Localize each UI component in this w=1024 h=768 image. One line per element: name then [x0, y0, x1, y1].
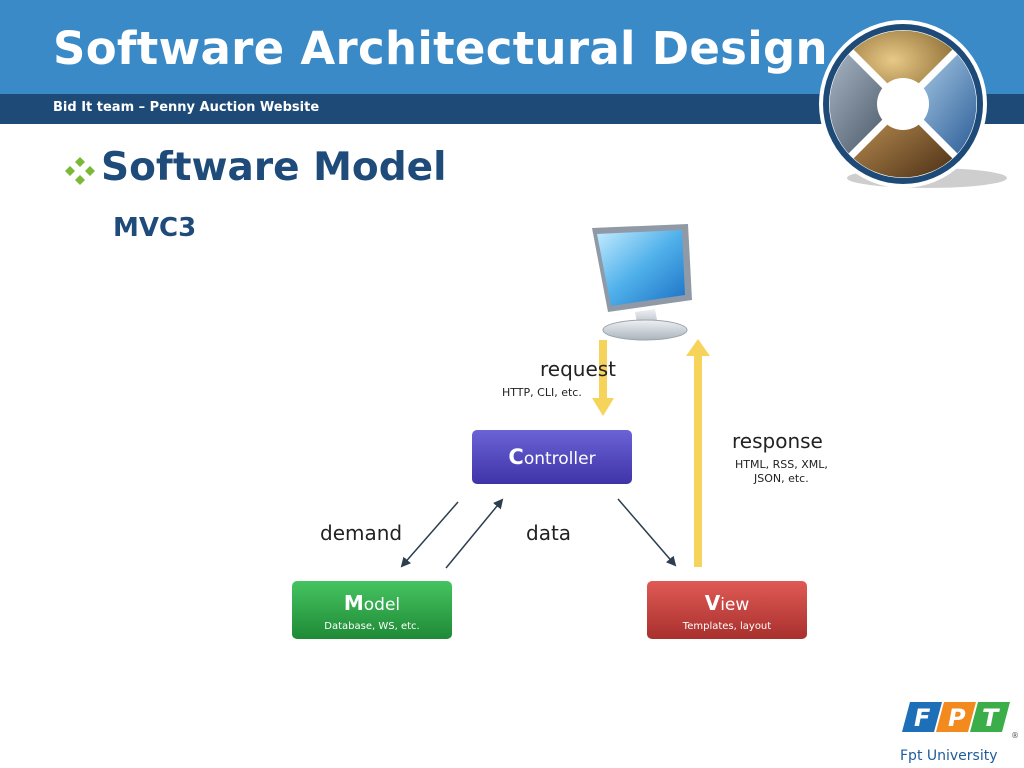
response-sublabel-1: HTML, RSS, XML, [735, 458, 828, 471]
data-label: data [526, 521, 571, 545]
response-label: response [732, 429, 823, 453]
view-label: iew [720, 595, 749, 615]
view-sublabel: Templates, layout [682, 621, 771, 632]
controller-initial: C [508, 445, 523, 469]
demand-arrow [400, 501, 459, 568]
model-box: Model Database, WS, etc. [292, 581, 452, 639]
data-to-view-arrow [617, 498, 677, 567]
controller-label: ontroller [524, 449, 596, 469]
model-sublabel: Database, WS, etc. [324, 621, 419, 632]
model-label: odel [364, 595, 400, 615]
svg-text:View: View [705, 591, 750, 615]
logo-caption: Fpt University [900, 748, 998, 764]
svg-text:Model: Model [344, 591, 400, 615]
demand-label: demand [320, 521, 402, 545]
registered-mark: ® [1011, 731, 1019, 740]
svg-text:Controller: Controller [508, 445, 595, 469]
diamond-cluster-bullet-icon [65, 157, 95, 185]
response-arrow [686, 339, 710, 567]
computer-monitor-icon [592, 224, 692, 341]
circular-emblem [819, 20, 1007, 188]
request-label: request [540, 357, 616, 381]
response-sublabel-2: JSON, etc. [753, 472, 809, 485]
fpt-university-logo: F P T ® Fpt University [900, 702, 1019, 764]
mvc-diagram: request HTTP, CLI, etc. response HTML, R… [292, 224, 828, 639]
svg-text:F P T: F P T [914, 704, 1000, 732]
section-heading: Software Model [101, 145, 447, 190]
request-sublabel: HTTP, CLI, etc. [502, 386, 582, 399]
controller-box: Controller [472, 430, 632, 484]
model-initial: M [344, 591, 364, 615]
logo-letter-p: P [948, 704, 966, 732]
fpt-logo-mark: F P T ® [902, 702, 1019, 740]
logo-letter-t: T [982, 704, 1000, 732]
slide-title: Software Architectural Design [53, 22, 828, 75]
view-box: View Templates, layout [647, 581, 807, 639]
logo-letter-f: F [914, 704, 931, 732]
slide-subtitle: Bid It team – Penny Auction Website [53, 100, 320, 115]
request-arrow [592, 340, 614, 416]
view-initial: V [705, 591, 721, 615]
section-subheading: MVC3 [113, 213, 197, 243]
data-up-arrow [445, 498, 504, 569]
